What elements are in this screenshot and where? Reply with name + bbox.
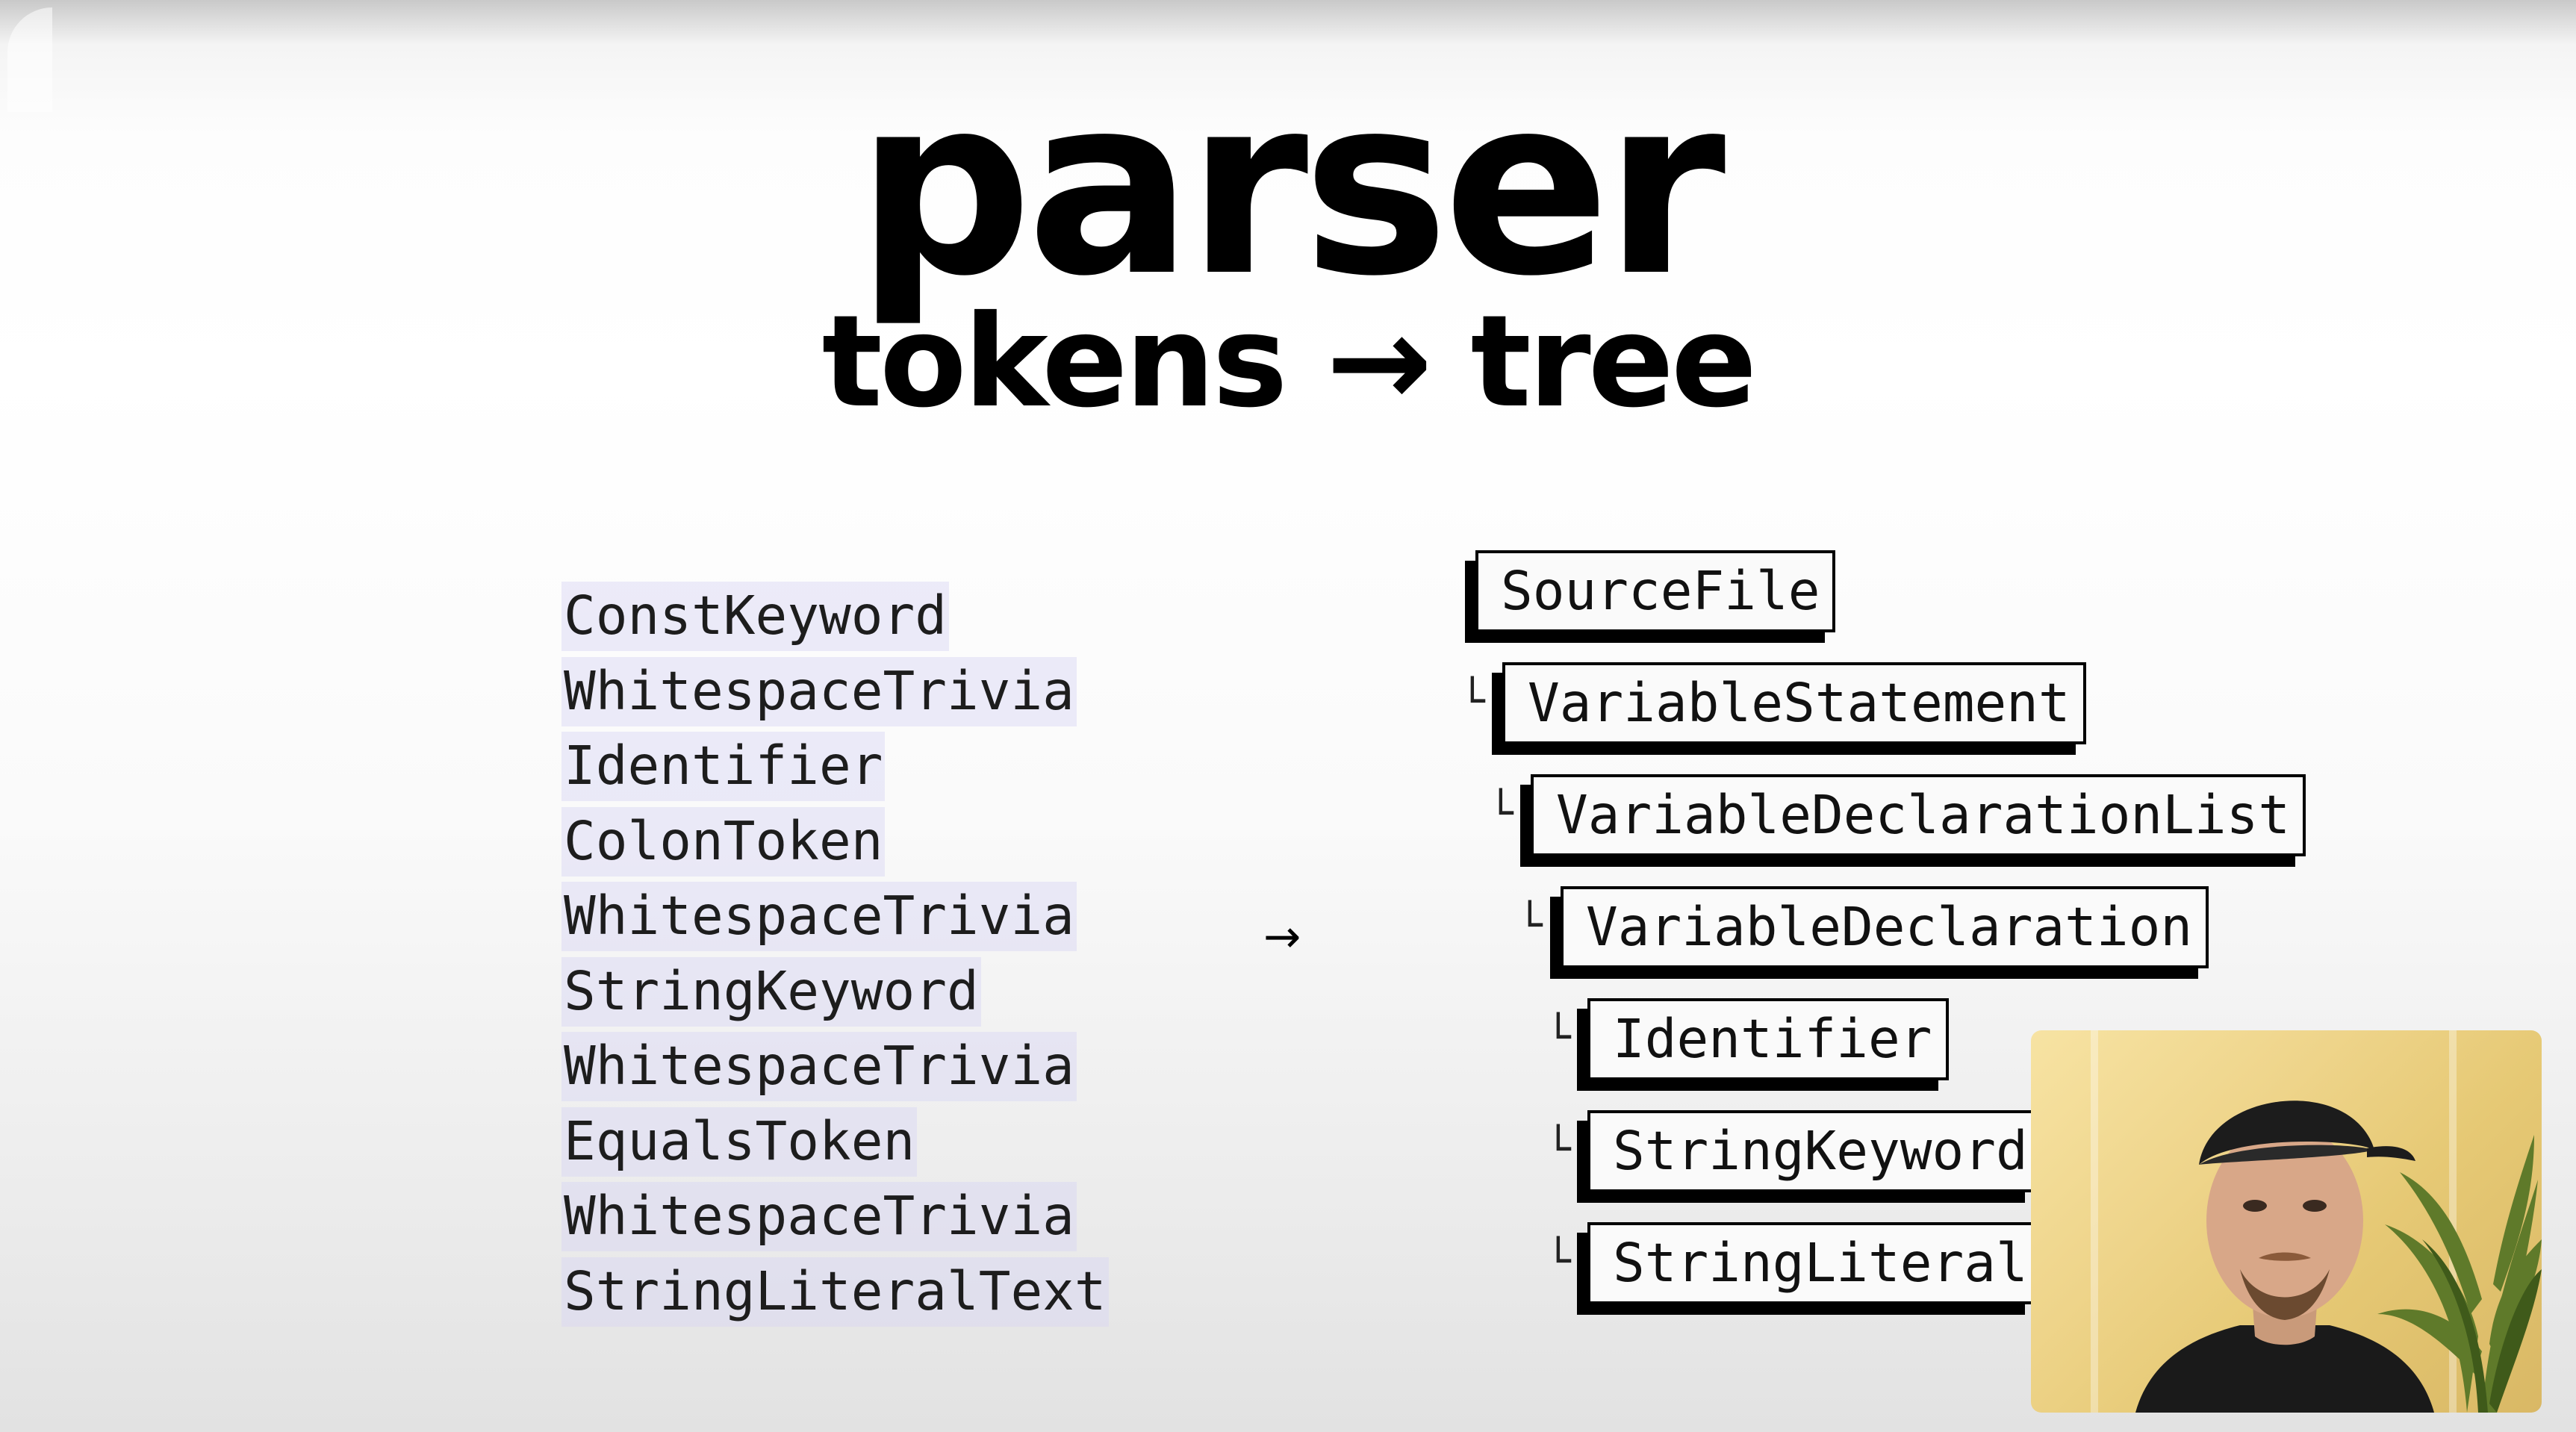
tree-branch-icon: └ bbox=[1488, 789, 1513, 838]
token-item: ColonToken bbox=[561, 804, 1109, 880]
tree-branch-icon: └ bbox=[1546, 1013, 1571, 1062]
slide-subtitle: tokens → tree bbox=[821, 288, 1758, 436]
token-label: ConstKeyword bbox=[561, 582, 949, 651]
plant-icon bbox=[2377, 1135, 2542, 1413]
corner-decoration bbox=[0, 0, 97, 119]
token-item: EqualsToken bbox=[561, 1104, 1109, 1180]
tree-node-label: Identifier bbox=[1613, 1008, 1932, 1070]
token-item: StringKeyword bbox=[561, 954, 1109, 1030]
token-label: StringLiteralText bbox=[561, 1257, 1109, 1327]
token-label: ColonToken bbox=[561, 806, 886, 877]
tree-node-label: StringLiteral bbox=[1613, 1232, 2028, 1294]
token-label: EqualsToken bbox=[561, 1106, 918, 1177]
tree-node-label: VariableStatement bbox=[1528, 672, 2071, 734]
tree-branch-icon: └ bbox=[1546, 1125, 1571, 1174]
token-label: StringKeyword bbox=[561, 956, 981, 1027]
token-label: Identifier bbox=[561, 732, 886, 801]
tree-node-label: SourceFile bbox=[1501, 560, 1820, 622]
tree-branch-icon: └ bbox=[1546, 1237, 1571, 1286]
tree-node-label: VariableDeclaration bbox=[1586, 896, 2193, 958]
presenter-webcam bbox=[2031, 1030, 2542, 1413]
token-label: WhitespaceTrivia bbox=[561, 882, 1077, 951]
token-item: WhitespaceTrivia bbox=[561, 879, 1109, 954]
token-item: Identifier bbox=[561, 729, 1109, 804]
tree-branch-icon: └ bbox=[1460, 677, 1485, 726]
tree-node-label: VariableDeclarationList bbox=[1556, 784, 2291, 846]
arrow-right-icon: → bbox=[1263, 911, 1301, 963]
tree-branch-icon: └ bbox=[1517, 901, 1543, 950]
token-item: ConstKeyword bbox=[561, 579, 1109, 654]
token-label: WhitespaceTrivia bbox=[561, 1032, 1077, 1101]
token-list: ConstKeyword WhitespaceTrivia Identifier… bbox=[561, 579, 1109, 1329]
tree-node-label: StringKeyword bbox=[1613, 1120, 2028, 1182]
token-item: StringLiteralText bbox=[561, 1254, 1109, 1330]
presenter-avatar bbox=[2135, 1101, 2434, 1413]
slide-title: parser bbox=[856, 43, 1726, 330]
token-item: WhitespaceTrivia bbox=[561, 1179, 1109, 1254]
token-label: WhitespaceTrivia bbox=[561, 656, 1077, 726]
token-label: WhitespaceTrivia bbox=[561, 1182, 1077, 1251]
token-item: WhitespaceTrivia bbox=[561, 1029, 1109, 1104]
token-item: WhitespaceTrivia bbox=[561, 654, 1109, 729]
